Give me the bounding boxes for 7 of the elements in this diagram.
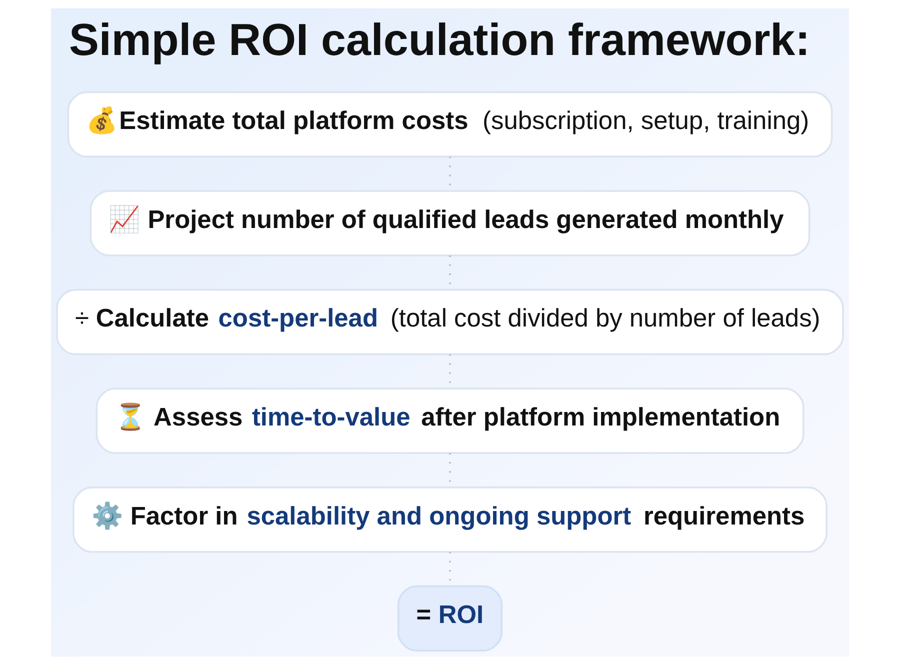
node-box: 💰Estimate total platform costs (subscription, setup, training) xyxy=(67,91,833,158)
node-box: ÷ Calculate cost-per-lead (total cost divided by number of leads) xyxy=(56,288,844,356)
node-box: ⏳ Assess time-to-value after platform implementation xyxy=(96,388,804,454)
node-box: = ROI xyxy=(397,585,503,652)
node-box: ⚙ Factor in scalability and ongoing support requirements xyxy=(72,486,828,553)
diagram-title: Simple ROI calculation framework: xyxy=(68,14,810,65)
node-box: 📈 Project number of qualified leads generated monthly xyxy=(90,190,810,256)
